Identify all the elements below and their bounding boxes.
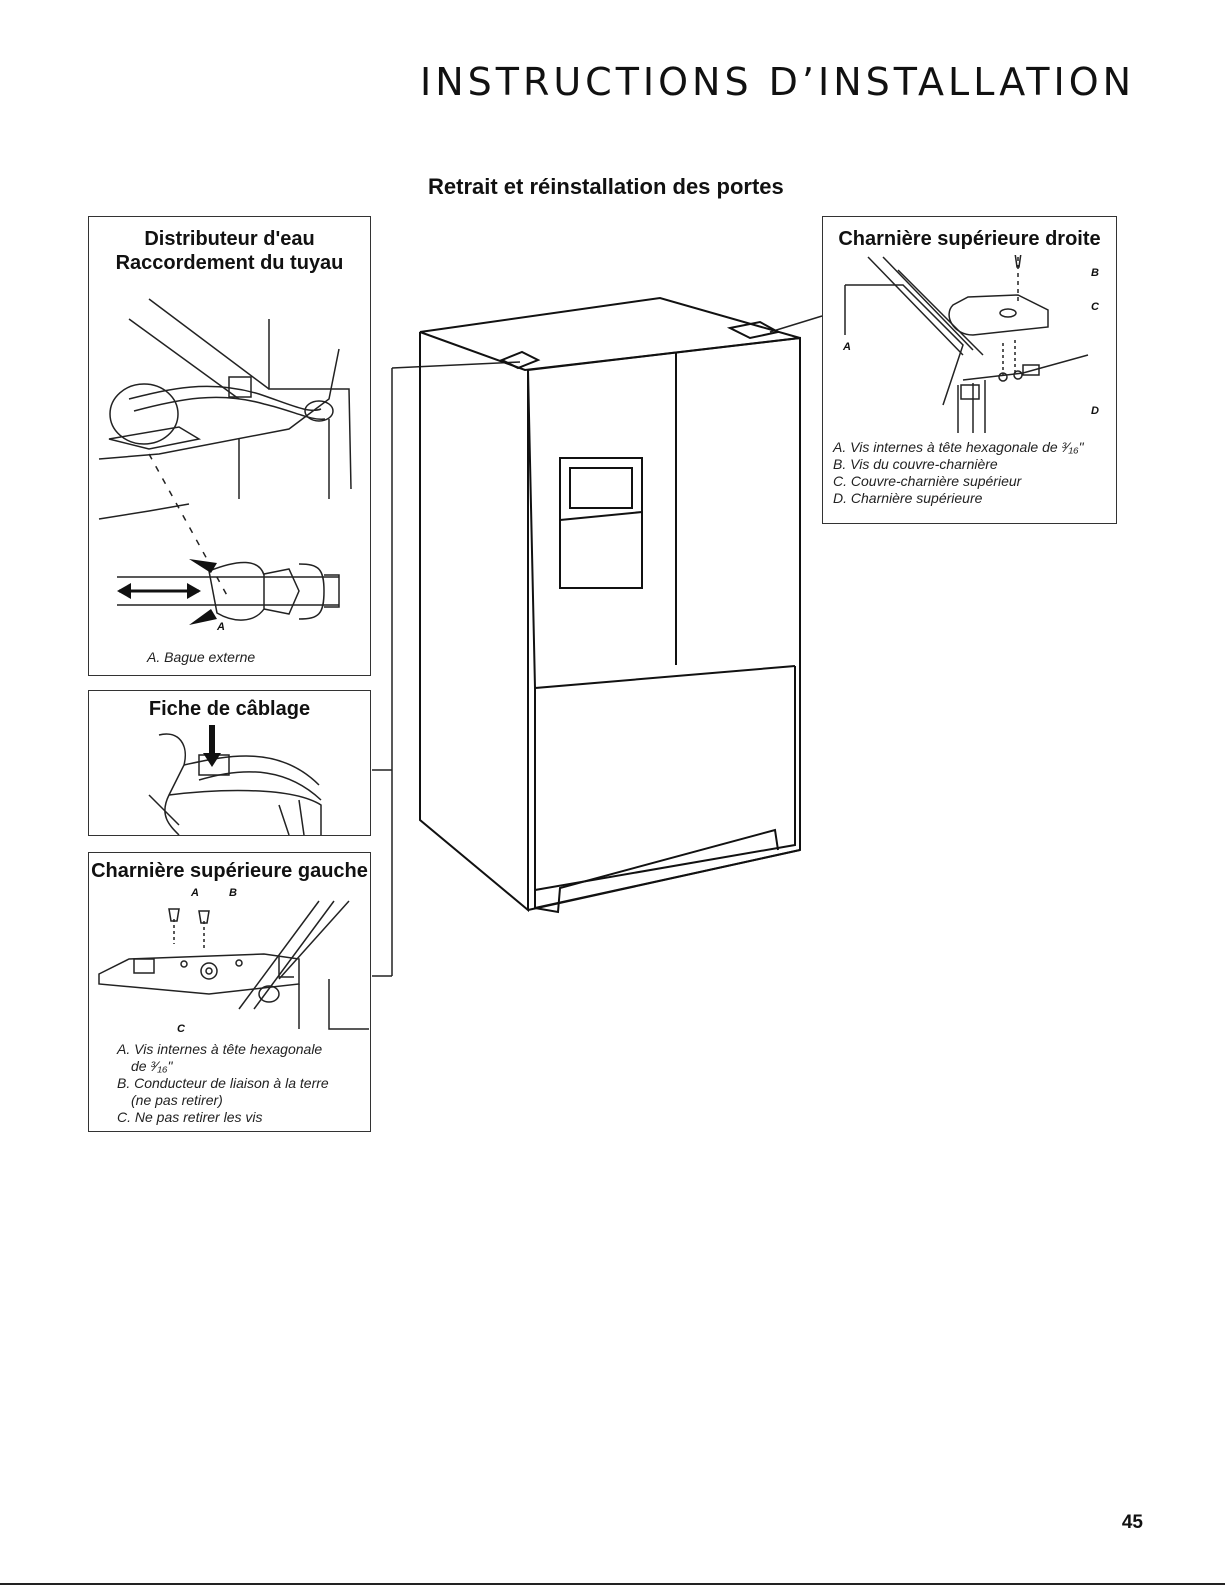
left-hinge-captions: A. Vis internes à tête hexagonale de ³⁄₁… (117, 1041, 329, 1126)
water-caption-a: A. Bague externe (147, 649, 256, 665)
left-hinge-label-c: C (177, 1023, 185, 1035)
left-hinge-caption-a2: de ³⁄₁₆" (131, 1058, 173, 1074)
right-hinge-label-b: B (1091, 267, 1099, 279)
wiring-plug-panel: Fiche de câblage (88, 690, 371, 836)
page-title: INSTRUCTIONS D’INSTALLATION (420, 60, 1136, 104)
right-hinge-caption-c: C. Couvre-charnière supérieur (833, 473, 1022, 489)
left-hinge-caption-b1: B. Conducteur de liaison à la terre (117, 1075, 329, 1091)
left-hinge-illustration (98, 900, 369, 1030)
water-line-illustration (98, 298, 352, 625)
left-hinge-caption-b2: (ne pas retirer) (131, 1092, 223, 1108)
bottom-rule (0, 1583, 1225, 1585)
left-hinge-title: Charnière supérieure gauche (91, 860, 368, 882)
left-hinge-label-b: B (229, 887, 237, 899)
refrigerator-illustration (419, 296, 801, 914)
right-hinge-label-c: C (1091, 301, 1099, 313)
left-hinge-caption-c: C. Ne pas retirer les vis (117, 1109, 263, 1125)
water-panel-title-line2: Raccordement du tuyau (115, 252, 344, 274)
water-panel-title-line1: Distributeur d'eau (144, 228, 315, 250)
left-hinge-panel: Charnière supérieure gauche A B C A. Vis… (88, 852, 371, 1132)
right-hinge-illustration (844, 255, 1089, 433)
wiring-plug-illustration (148, 725, 322, 835)
right-hinge-captions: A. Vis internes à tête hexagonale de ³⁄₁… (833, 439, 1084, 507)
right-hinge-label-d: D (1091, 405, 1099, 417)
section-title: Retrait et réinstallation des portes (428, 174, 784, 199)
left-hinge-caption-a1: A. Vis internes à tête hexagonale (117, 1041, 323, 1057)
right-hinge-title: Charnière supérieure droite (838, 228, 1101, 250)
water-dispenser-panel: Distributeur d'eau Raccordement du tuyau (88, 216, 371, 676)
page-number: 45 (1121, 1512, 1143, 1533)
right-hinge-panel: Charnière supérieure droite B C A D A. V… (822, 216, 1117, 524)
wiring-panel-title: Fiche de câblage (148, 698, 311, 720)
water-label-a: A (217, 621, 225, 633)
right-hinge-caption-d: D. Charnière supérieure (833, 490, 983, 506)
right-hinge-caption-b: B. Vis du couvre-charnière (833, 456, 998, 472)
right-hinge-label-a: A (843, 341, 851, 353)
left-hinge-label-a: A (191, 887, 199, 899)
right-hinge-caption-a: A. Vis internes à tête hexagonale de ³⁄₁… (833, 439, 1084, 455)
